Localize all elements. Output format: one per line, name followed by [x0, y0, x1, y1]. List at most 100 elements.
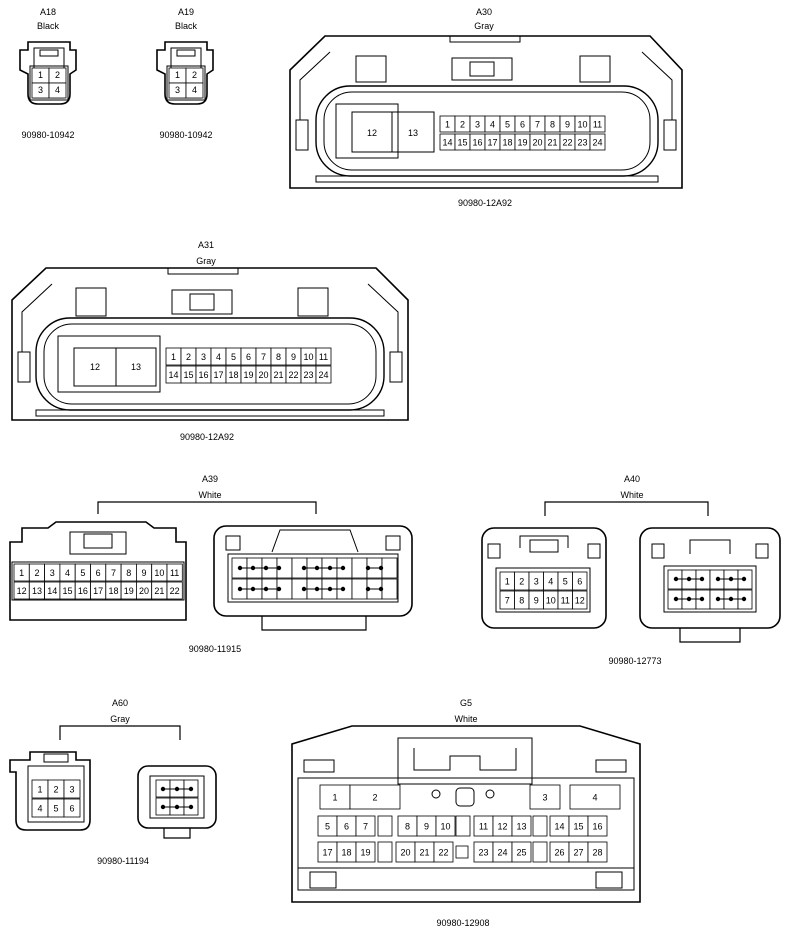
a31-pin-label: 19 — [243, 370, 253, 380]
a30-pin-label: 23 — [577, 138, 587, 148]
a31-part-number: 90980-12A92 — [179, 432, 235, 442]
a18-part-number: 90980-10942 — [21, 130, 75, 140]
a40-color: White — [620, 490, 644, 500]
g5-part-number: 90980-12908 — [436, 918, 490, 928]
a19-pin: 3 — [174, 85, 180, 95]
a39-mating-terminal-dot — [314, 586, 320, 592]
a18-pin: 1 — [37, 70, 43, 80]
g5-cell — [355, 815, 376, 837]
a30-pin-label: 22 — [562, 138, 572, 148]
a39-mating-terminal-dot — [276, 586, 282, 592]
g5-pin-label: 16 — [592, 822, 602, 832]
a39-mating-terminal-dot — [314, 565, 320, 571]
a39-pin-label: 3 — [50, 568, 55, 578]
a39-part-number: 90980-11915 — [188, 644, 242, 654]
a60-mating-terminal-dot — [188, 786, 194, 792]
a40-pin-label: 10 — [546, 596, 556, 606]
a18-pin: 3 — [37, 85, 43, 95]
a31-pin-label: 6 — [246, 352, 251, 362]
a19-pin: 1 — [174, 70, 180, 80]
a39-pin-label: 14 — [47, 586, 57, 596]
g5-cell — [569, 784, 621, 810]
a31-cell — [315, 347, 332, 366]
a40-pin-label: 3 — [534, 577, 539, 587]
a30-id: A30 — [475, 7, 492, 17]
a30-cell — [589, 133, 606, 151]
a60-mating-terminal-dot — [174, 786, 180, 792]
a39-mating-terminal-dot — [378, 586, 384, 592]
g5-pin-label: 23 — [478, 848, 488, 858]
a39-pin-label: 8 — [126, 568, 131, 578]
a39-mating-terminal-dot — [327, 586, 333, 592]
g5-pin-label: 27 — [573, 848, 583, 858]
a60-mating-terminal-dot — [188, 804, 194, 810]
a60-color: Gray — [110, 714, 130, 724]
a39-mating-terminal-dot — [250, 565, 256, 571]
a39-pin-label: 6 — [96, 568, 101, 578]
g5-pin-label: 28 — [592, 848, 602, 858]
g5-cell — [587, 841, 608, 863]
a31-pin-label: 11 — [319, 352, 328, 362]
a30-pin-label: 21 — [547, 138, 557, 148]
a30-pin-label: 1 — [445, 120, 450, 130]
a60-pin-label: 1 — [37, 785, 42, 795]
a60-mating-terminal-dot — [174, 804, 180, 810]
a31-pin-label: 2 — [186, 352, 191, 362]
a39-cell — [166, 563, 183, 582]
a60-pin-label: 2 — [53, 785, 58, 795]
a40-pin-label: 4 — [548, 577, 553, 587]
a19-color: Black — [174, 21, 197, 31]
a30-pin-label: 6 — [520, 120, 525, 130]
g5-pin-label: 24 — [497, 848, 507, 858]
a30-pin-label: 16 — [472, 138, 482, 148]
a40-mating-terminal-dot — [728, 576, 734, 582]
a40-mating-terminal-dot — [741, 576, 747, 582]
a31-pin-label: 4 — [216, 352, 221, 362]
a40-part-number: 90980-12773 — [608, 656, 662, 666]
a39-mating-terminal-dot — [263, 565, 269, 571]
a31-pin-large: 12 — [89, 362, 100, 372]
g5-id: G5 — [459, 698, 472, 708]
a39-mating-terminal-dot — [365, 565, 371, 571]
a60-pin-label: 4 — [37, 804, 42, 814]
a39-color: White — [198, 490, 222, 500]
g5-pin-label: 6 — [344, 822, 349, 832]
a40-mating-terminal-dot — [715, 596, 721, 602]
g5-pin-label: 15 — [573, 822, 583, 832]
g5-blank-cell — [377, 841, 393, 863]
g5-pin-label: 25 — [516, 848, 526, 858]
g5-pin-label: 18 — [341, 848, 351, 858]
g5-pin-label: 2 — [372, 793, 377, 803]
a60-id: A60 — [111, 698, 128, 708]
g5-pin-label: 19 — [360, 848, 370, 858]
a31-pin-label: 21 — [273, 370, 283, 380]
g5-pin-label: 4 — [592, 793, 597, 803]
a39-pin-label: 4 — [65, 568, 70, 578]
a60-cell — [63, 798, 81, 818]
a18-pin: 4 — [54, 85, 60, 95]
g5-cell — [511, 841, 532, 863]
g5-pin-label: 12 — [497, 822, 507, 832]
a30-pin-label: 15 — [457, 138, 467, 148]
a30-pin-label: 7 — [535, 120, 540, 130]
a60-part-number: 90980-11194 — [97, 856, 149, 866]
a40-pin-label: 6 — [577, 577, 582, 587]
a39-pin-label: 22 — [170, 586, 180, 596]
a30-pin-large: 12 — [366, 128, 377, 138]
a40-cell — [572, 571, 588, 591]
a60-pin-label: 3 — [69, 785, 74, 795]
a39-pin-label: 13 — [32, 586, 42, 596]
g5-pin-label: 11 — [479, 822, 488, 832]
a39-mating-terminal-dot — [237, 565, 243, 571]
a30-pin-label: 20 — [532, 138, 542, 148]
a60-pin-label: 5 — [53, 804, 58, 814]
a30-pin-label: 9 — [565, 120, 570, 130]
g5-pin-label: 7 — [363, 822, 368, 832]
g5-blank-cell — [455, 815, 471, 837]
a39-mating-terminal-dot — [301, 565, 307, 571]
a39-pin-label: 12 — [17, 586, 27, 596]
a39-pin-label: 21 — [154, 586, 164, 596]
